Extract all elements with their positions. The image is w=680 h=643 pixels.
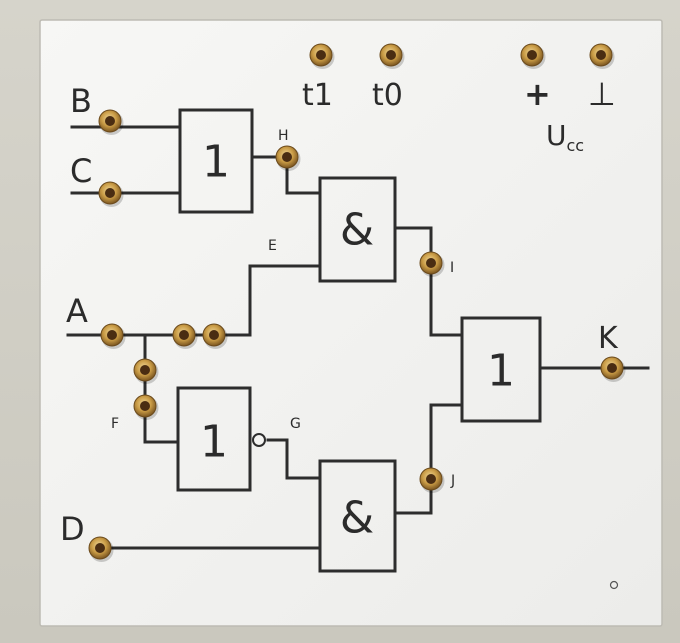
socket-plus[interactable] bbox=[520, 43, 546, 69]
label-d: D bbox=[60, 510, 85, 548]
socket-k[interactable] bbox=[600, 356, 626, 382]
socket-b[interactable] bbox=[98, 109, 124, 135]
socket-c[interactable] bbox=[98, 181, 124, 207]
label-i: I bbox=[450, 260, 454, 276]
mounting-hole bbox=[609, 580, 619, 590]
traces bbox=[66, 125, 650, 550]
and1-symbol: & bbox=[340, 205, 374, 256]
socket-a-2[interactable] bbox=[172, 323, 198, 349]
trace-i bbox=[393, 226, 464, 337]
gates bbox=[176, 108, 542, 573]
socket-f[interactable] bbox=[133, 394, 159, 420]
labels: B C A D K H E I F G J t1 t0 + ⊥ Ucc bbox=[60, 75, 619, 548]
socket-j[interactable] bbox=[419, 467, 445, 493]
socket-ground[interactable] bbox=[589, 43, 615, 69]
gate-symbols: 1 & 1 & 1 bbox=[200, 137, 515, 544]
label-c: C bbox=[70, 152, 92, 190]
and-gate-2 bbox=[318, 459, 397, 573]
trace-e bbox=[212, 264, 322, 337]
inversion-bubble bbox=[252, 433, 266, 447]
label-t1: t1 bbox=[302, 78, 333, 113]
trace-h bbox=[250, 155, 322, 195]
socket-h[interactable] bbox=[275, 145, 301, 171]
trace-j bbox=[393, 403, 464, 515]
or-gate-1 bbox=[178, 108, 254, 214]
socket-a-1[interactable] bbox=[100, 323, 126, 349]
or-gate-2 bbox=[460, 316, 542, 423]
label-k: K bbox=[598, 321, 619, 356]
socket-d[interactable] bbox=[88, 536, 114, 562]
label-f: F bbox=[111, 416, 119, 432]
and2-symbol: & bbox=[340, 493, 374, 544]
socket-t0[interactable] bbox=[379, 43, 405, 69]
socket-t1[interactable] bbox=[309, 43, 335, 69]
or2-symbol: 1 bbox=[487, 346, 515, 397]
label-h: H bbox=[278, 128, 289, 144]
socket-e[interactable] bbox=[202, 323, 228, 349]
socket-i[interactable] bbox=[419, 251, 445, 277]
label-ucc-sub: cc bbox=[567, 136, 585, 155]
trace-g bbox=[266, 438, 322, 480]
and-gate-1 bbox=[318, 176, 397, 283]
label-ucc: Ucc bbox=[546, 119, 584, 155]
label-ucc-u: U bbox=[546, 119, 567, 152]
not-gate bbox=[176, 386, 252, 492]
label-a: A bbox=[66, 292, 88, 330]
label-ground: ⊥ bbox=[588, 75, 616, 113]
label-b: B bbox=[70, 82, 92, 120]
label-plus: + bbox=[524, 75, 551, 113]
sockets bbox=[88, 43, 626, 562]
board-plate bbox=[39, 19, 663, 627]
not-symbol: 1 bbox=[200, 417, 228, 468]
label-t0: t0 bbox=[372, 78, 403, 113]
trace-f bbox=[143, 404, 180, 444]
label-e: E bbox=[268, 238, 277, 254]
socket-a-branch[interactable] bbox=[133, 358, 159, 384]
label-j: J bbox=[450, 473, 455, 489]
or1-symbol: 1 bbox=[202, 137, 230, 188]
label-g: G bbox=[290, 416, 301, 432]
